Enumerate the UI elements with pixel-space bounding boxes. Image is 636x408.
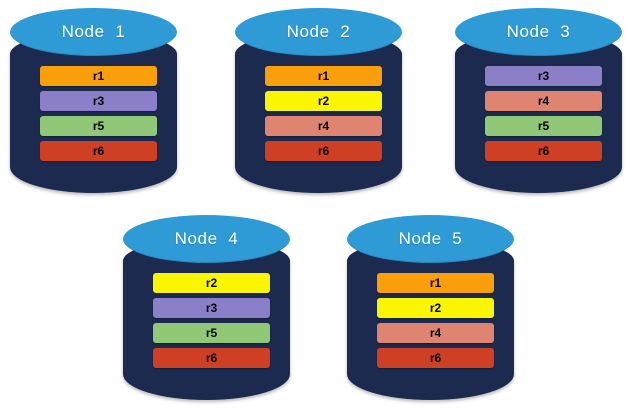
database-node-cylinder[interactable]: Node 4 r2 r3 r5 r6 [123, 215, 290, 400]
cylinder-body [10, 32, 177, 193]
replica-bar[interactable]: r6 [485, 141, 602, 161]
cylinder-body [455, 32, 622, 193]
replica-stack: r1 r2 r4 r6 [265, 66, 382, 161]
cylinder-top-ellipse [123, 215, 290, 263]
replica-bar[interactable]: r1 [40, 66, 157, 86]
cylinder-top-ellipse [10, 8, 177, 56]
node-label: Node 1 [61, 22, 126, 41]
cylinder-top-ellipse [235, 8, 402, 56]
replica-stack: r3 r4 r5 r6 [485, 66, 602, 161]
replica-stack: r1 r3 r5 r6 [40, 66, 157, 161]
cylinder-body [235, 32, 402, 193]
replica-bar[interactable]: r5 [485, 116, 602, 136]
replica-bar[interactable]: r4 [377, 323, 494, 343]
replica-stack: r1 r2 r4 r6 [377, 273, 494, 368]
replica-bar[interactable]: r1 [265, 66, 382, 86]
replica-bar[interactable]: r5 [40, 116, 157, 136]
cylinder-body [123, 239, 290, 400]
node-label: Node 2 [286, 22, 351, 41]
replica-bar[interactable]: r2 [377, 298, 494, 318]
node-label: Node 5 [398, 229, 463, 248]
database-node-cylinder[interactable]: Node 2 r1 r2 r4 r6 [235, 8, 402, 193]
replica-bar[interactable]: r5 [153, 323, 270, 343]
database-node-cylinder[interactable]: Node 1 r1 r3 r5 r6 [10, 8, 177, 193]
node-label: Node 3 [506, 22, 571, 41]
replica-bar[interactable]: r3 [153, 298, 270, 318]
replica-bar[interactable]: r6 [377, 348, 494, 368]
replica-bar[interactable]: r4 [265, 116, 382, 136]
cylinder-top-ellipse [347, 215, 514, 263]
replica-bar[interactable]: r6 [265, 141, 382, 161]
replica-bar[interactable]: r6 [153, 348, 270, 368]
replica-bar[interactable]: r2 [265, 91, 382, 111]
replica-bar[interactable]: r2 [153, 273, 270, 293]
replica-bar[interactable]: r4 [485, 91, 602, 111]
database-node-cylinder[interactable]: Node 5 r1 r2 r4 r6 [347, 215, 514, 400]
cylinder-body [347, 239, 514, 400]
replica-bar[interactable]: r3 [40, 91, 157, 111]
database-node-cylinder[interactable]: Node 3 r3 r4 r5 r6 [455, 8, 622, 193]
replica-bar[interactable]: r3 [485, 66, 602, 86]
replica-bar[interactable]: r1 [377, 273, 494, 293]
replica-stack: r2 r3 r5 r6 [153, 273, 270, 368]
node-label: Node 4 [174, 229, 239, 248]
replica-bar[interactable]: r6 [40, 141, 157, 161]
cylinder-top-ellipse [455, 8, 622, 56]
